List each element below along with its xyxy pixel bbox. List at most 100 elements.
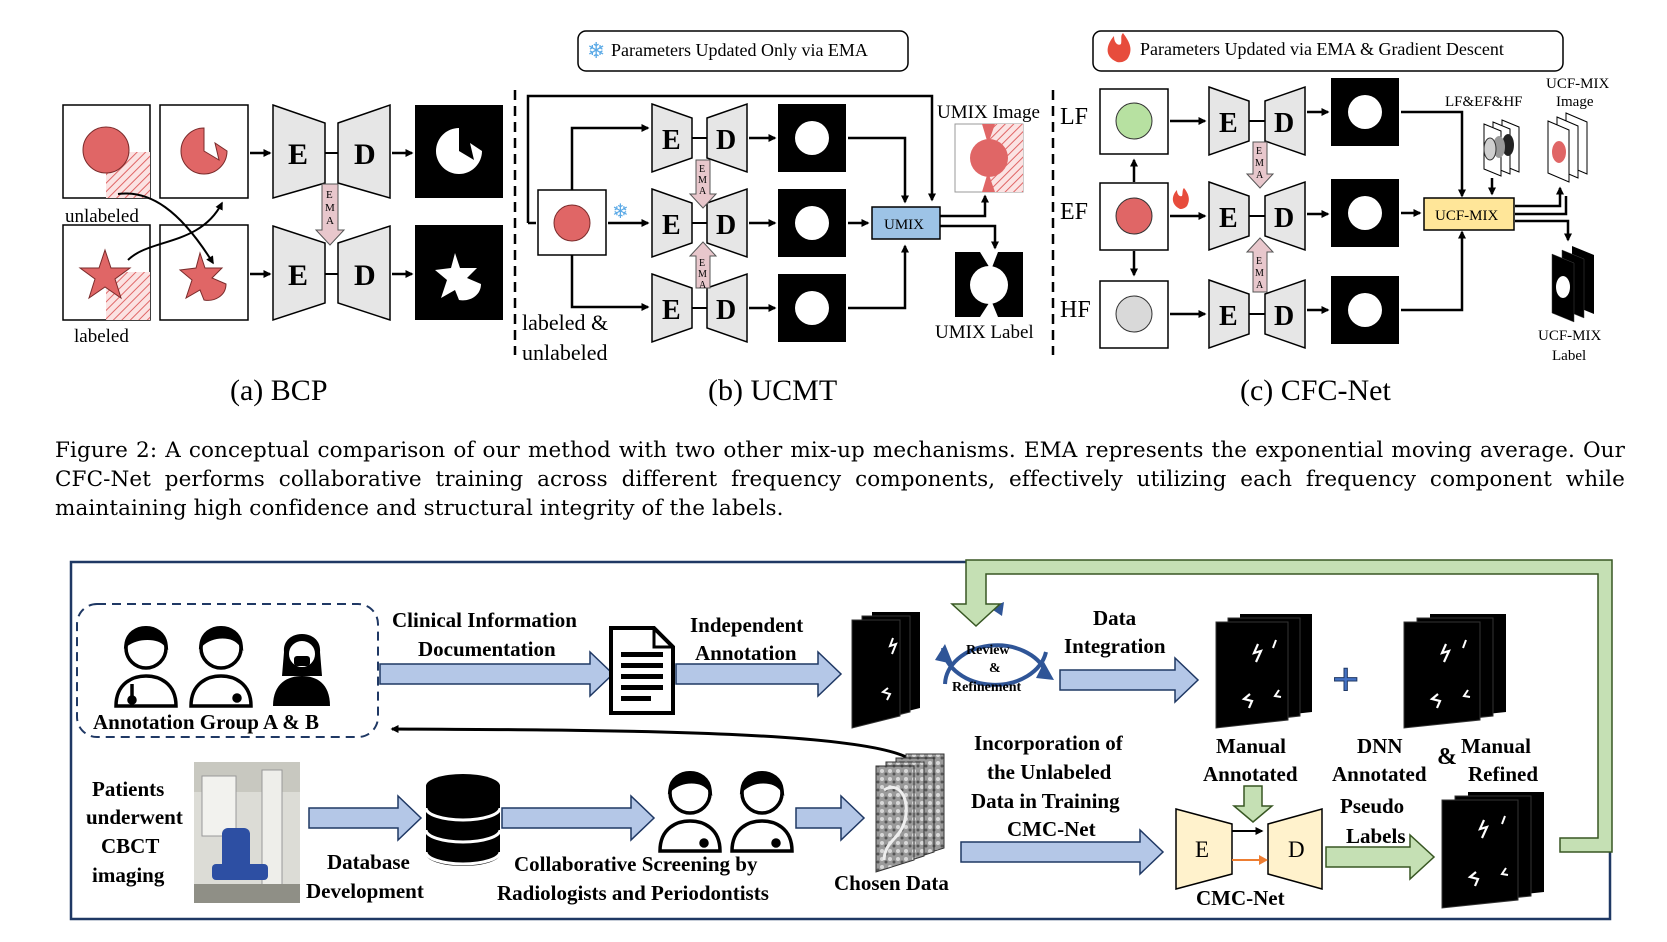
bcp-title: (a) BCP	[230, 374, 328, 407]
amp-symbol: &	[1437, 744, 1457, 770]
ucmt-encoder-2: E	[662, 210, 681, 241]
ucmt-ema1-e: E	[699, 164, 705, 175]
flame-icon	[1107, 33, 1131, 63]
incorp-line4: CMC-Net	[1007, 817, 1096, 841]
patients-line2: underwent	[86, 805, 183, 829]
legend-frozen: ❄ Parameters Updated Only via EMA	[577, 30, 909, 72]
cfc-hf-label: HF	[1060, 297, 1091, 323]
cfc-row-lf: E D	[1208, 78, 1399, 157]
cfc-ema2-a: A	[1256, 280, 1264, 291]
ucmt-input-line1: labeled &	[522, 310, 608, 335]
ucfmix-label-line2: Label	[1552, 348, 1586, 364]
ucfmix-label-line1: UCF-MIX	[1538, 328, 1602, 344]
ucmt-decoder-3: D	[716, 295, 736, 326]
bcp-labeled-label: labeled	[74, 326, 129, 347]
bcp-ema-e: E	[326, 189, 333, 201]
legend-trained-text: Parameters Updated via EMA & Gradient De…	[1140, 39, 1504, 59]
cfc-ema1-e: E	[1256, 146, 1262, 157]
database-line1: Database	[327, 850, 410, 874]
cmc-net-block: E D	[1175, 808, 1323, 890]
cfc-ema2-m: M	[1255, 268, 1264, 279]
lfefhf-label: LF&EF&HF	[1445, 94, 1523, 110]
cfc-encoder-ef: E	[1219, 203, 1238, 234]
ucmt-ema1-a: A	[699, 186, 707, 197]
bcp-unlabeled-label: unlabeled	[65, 206, 139, 227]
cfc-title: (c) CFC-Net	[1240, 374, 1391, 407]
incorp-line1: Incorporation of	[974, 731, 1124, 755]
database-icon	[424, 774, 502, 866]
independent-line2: Annotation	[695, 641, 797, 665]
ucmt-title: (b) UCMT	[708, 374, 837, 407]
plus-symbol: +	[1332, 653, 1359, 706]
dnn-annotated-stack	[1403, 614, 1506, 729]
cmc-decoder-label: D	[1288, 837, 1305, 862]
cfc-ef-label: EF	[1060, 199, 1088, 225]
cfc-row-ef: E D	[1208, 179, 1399, 252]
ucfmix-box-label: UCF-MIX	[1435, 208, 1499, 224]
cbct-scanner-image	[194, 762, 300, 903]
umix-label-label: UMIX Label	[935, 322, 1034, 343]
cfc-decoder-ef: D	[1274, 203, 1294, 234]
cfc-ema2-e: E	[1256, 256, 1262, 267]
ucmt-ema2-e: E	[699, 258, 705, 269]
incorp-line3: Data in Training	[971, 789, 1120, 813]
patients-line1: Patients	[92, 777, 164, 801]
cmc-net-label: CMC-Net	[1196, 886, 1285, 910]
ucmt-encoder-1: E	[662, 125, 681, 156]
document-icon	[609, 626, 675, 715]
pseudo-line2: Labels	[1346, 824, 1406, 848]
bottom-workflow: Annotation Group A & B Clinical Informat…	[69, 559, 1613, 921]
clinical-line2: Documentation	[418, 637, 556, 661]
refined-line2: Refined	[1468, 762, 1538, 786]
cfc-lf-label: LF	[1060, 104, 1088, 130]
chosen-ct-stack	[875, 753, 945, 873]
legend-trained: Parameters Updated via EMA & Gradient De…	[1092, 30, 1564, 72]
manual-line2: Annotated	[1203, 762, 1298, 786]
manual-line1: Manual	[1216, 734, 1286, 758]
database-line2: Development	[306, 879, 424, 903]
ucmt-decoder-1: D	[716, 125, 736, 156]
cfc-encoder-hf: E	[1219, 301, 1238, 332]
ucmt-row-3: E D	[651, 272, 846, 344]
incorp-line2: the Unlabeled	[987, 760, 1112, 784]
bcp-encoder-top: E	[288, 138, 308, 171]
integration-line2: Integration	[1064, 634, 1166, 658]
ucmt-row-2: E D	[651, 187, 846, 259]
manual-annotated-stack	[1215, 614, 1312, 729]
ucfmix-image-line2: Image	[1556, 94, 1594, 110]
dnn-line2: Annotated	[1332, 762, 1427, 786]
refined-line1: Manual	[1461, 734, 1531, 758]
panel-ucmt: ❄ labeled & unlabeled E D E D	[522, 94, 1040, 407]
annotation-stack-1	[851, 612, 920, 729]
review-line2: &	[989, 661, 1001, 676]
ucmt-ema2-a: A	[699, 280, 707, 291]
figure-caption: Figure 2: A conceptual comparison of our…	[55, 438, 1625, 521]
cfc-row-hf: E D	[1208, 276, 1399, 350]
bcp-ema-a: A	[326, 215, 334, 227]
ucmt-input-line2: unlabeled	[522, 340, 608, 365]
legend-frozen-text: Parameters Updated Only via EMA	[611, 40, 868, 60]
ucfmix-image-line1: UCF-MIX	[1546, 76, 1610, 92]
independent-line1: Independent	[690, 613, 803, 637]
ucmt-ema1-m: M	[698, 175, 707, 186]
cmc-encoder-label: E	[1195, 837, 1209, 862]
review-line1: Review	[966, 643, 1010, 658]
cfc-encoder-lf: E	[1219, 108, 1238, 139]
cfc-decoder-lf: D	[1274, 108, 1294, 139]
annotation-group-label: Annotation Group A & B	[93, 710, 319, 734]
bcp-decoder-top: D	[354, 138, 376, 171]
feedback-loop-arrow	[950, 559, 1613, 853]
cfc-ema1-m: M	[1255, 158, 1264, 169]
snowflake-icon: ❄	[587, 39, 605, 64]
cfc-ema1-a: A	[1256, 170, 1264, 181]
review-line3: Refinement	[952, 680, 1022, 695]
ucmt-row-1: E D	[651, 102, 846, 174]
review-cycle-icon	[935, 602, 1054, 687]
screening-line2: Radiologists and Periodontists	[497, 881, 769, 905]
bcp-decoder-bottom: D	[354, 259, 376, 292]
clinical-line1: Clinical Information	[392, 608, 577, 632]
dnn-line1: DNN	[1357, 734, 1403, 758]
umix-box-label: UMIX	[884, 217, 924, 233]
integration-line1: Data	[1093, 606, 1137, 630]
